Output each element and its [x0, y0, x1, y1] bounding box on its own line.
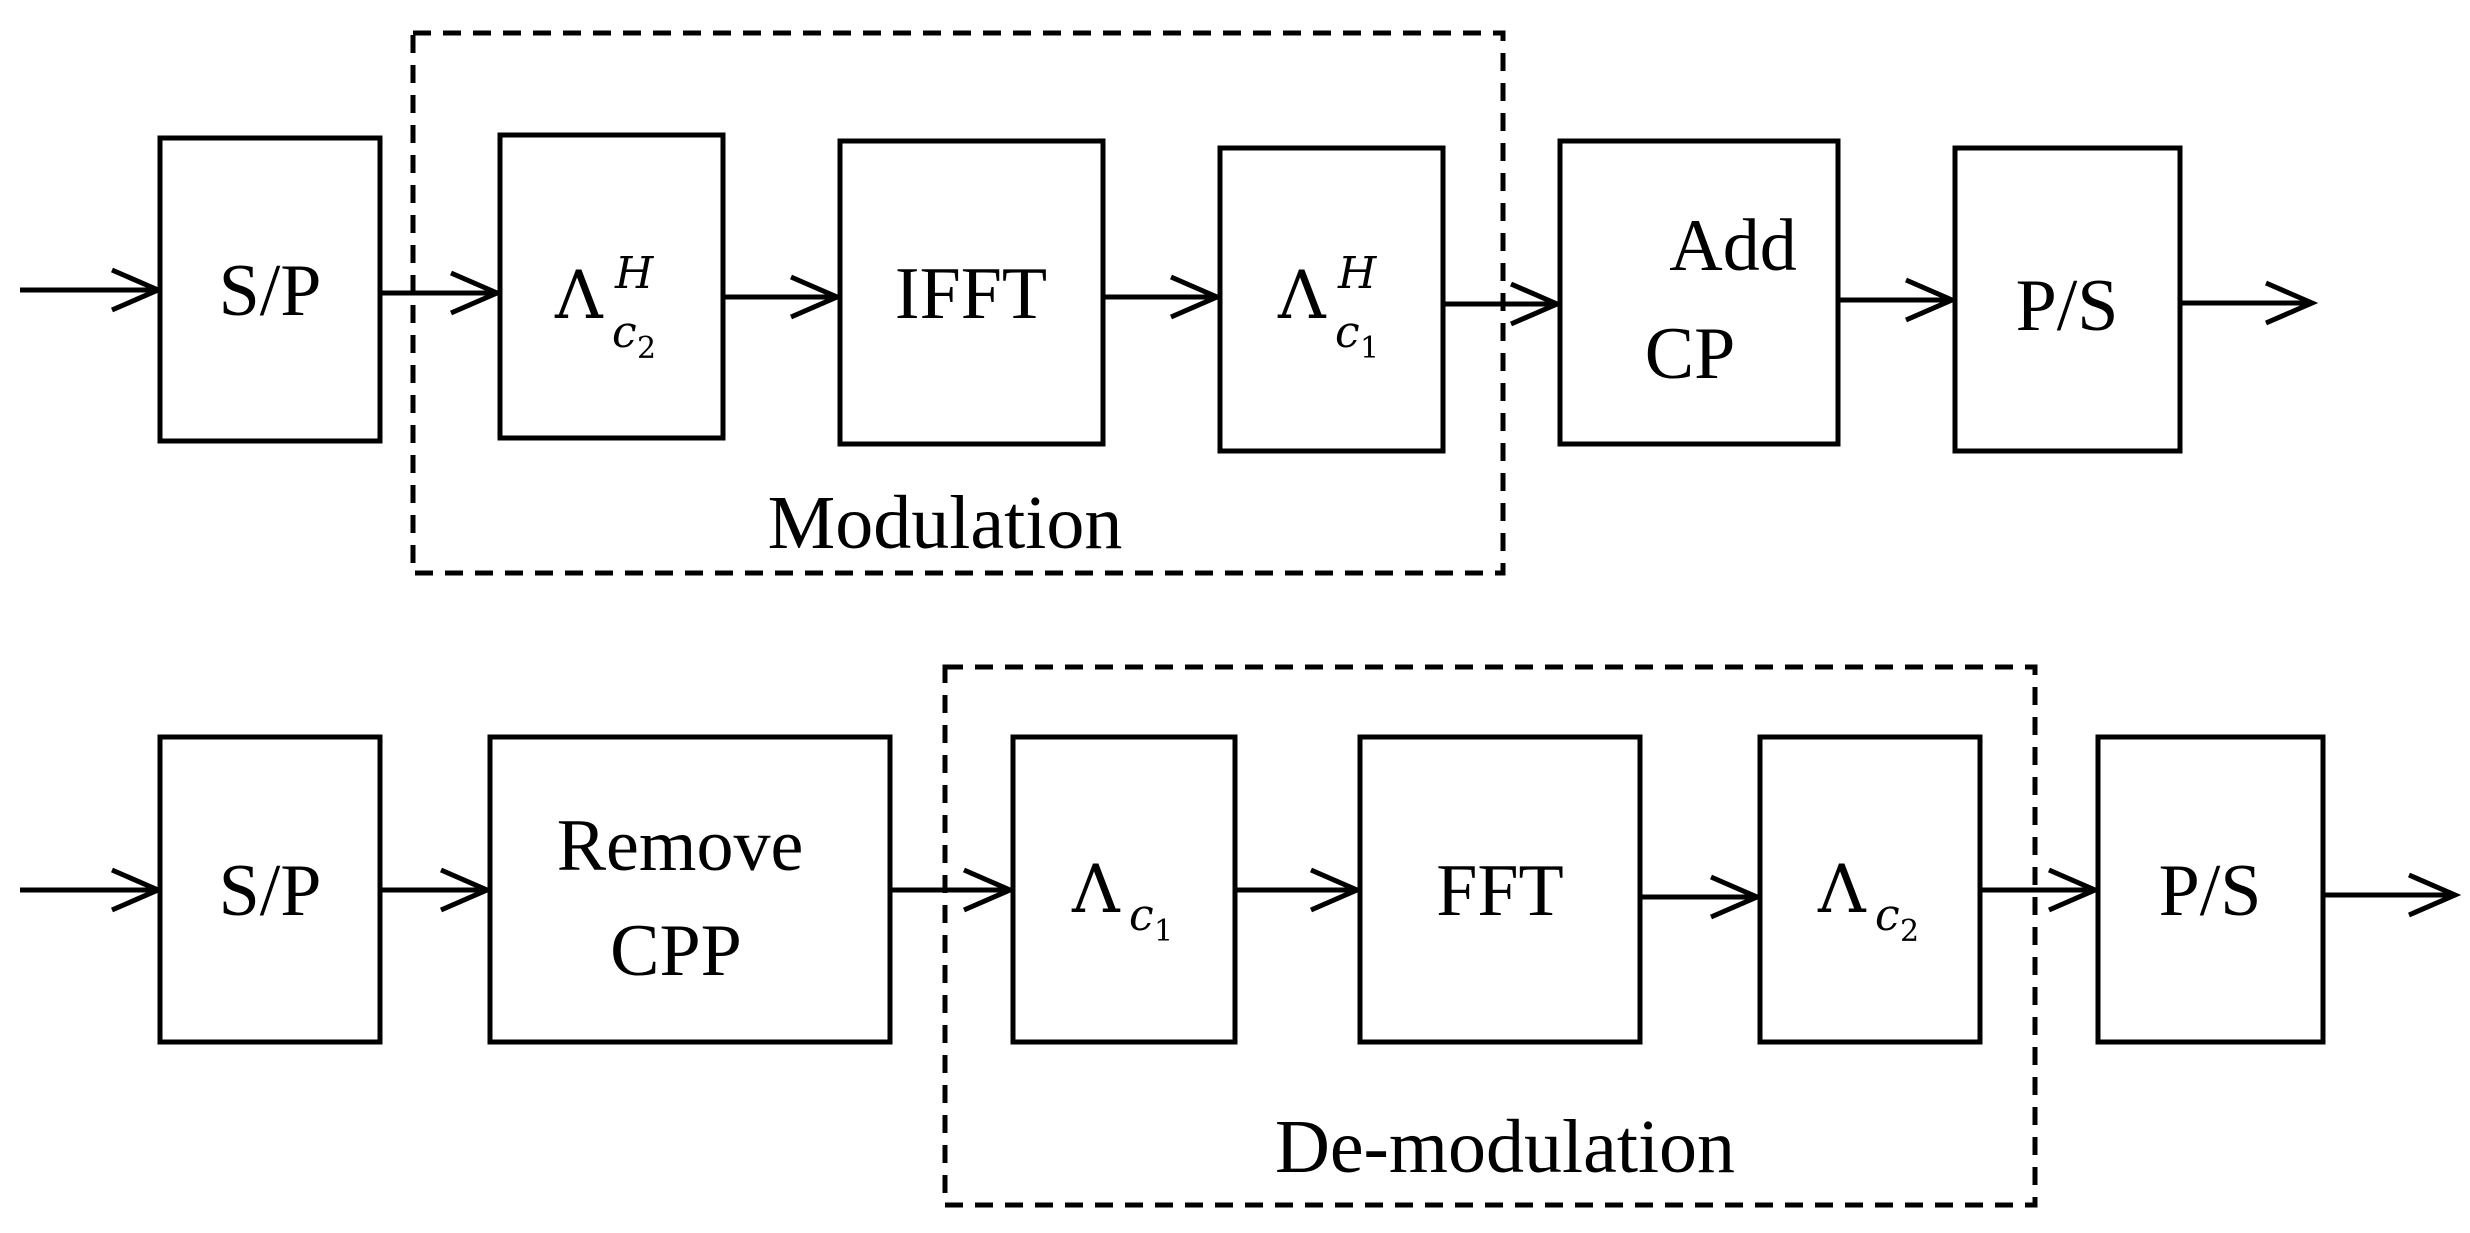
rx-lambda-c2-block: [1757, 734, 1983, 1045]
tx-ifft-label: IFFT: [895, 253, 1047, 335]
tx-ifft-block: [837, 138, 1106, 447]
rx-arrow-remove-to-demod1: [890, 867, 1017, 913]
receiver-chain: De-modulation S/P Remove CPP Λ c 1: [20, 664, 2462, 1208]
rx-ps-label: P/S: [2159, 850, 2262, 932]
rx-lambda-c2-symbol: Λ c 2: [1817, 851, 1919, 949]
tx-add-cp-line1: Add: [1669, 205, 1796, 287]
rx-arrow-fft-to-demod2: [1640, 874, 1764, 920]
tx-add-cp-line2: CP: [1645, 313, 1736, 395]
tx-arrow-addcp-to-ps: [1838, 277, 1959, 323]
svg-text:c: c: [1335, 307, 1360, 358]
tx-lambda-c2-h-symbol: Λ H c 2: [554, 248, 656, 366]
tx-sp-label: S/P: [219, 250, 322, 332]
svg-text:1: 1: [1360, 331, 1379, 366]
svg-text:c: c: [1875, 890, 1900, 941]
rx-input-arrow: [20, 867, 165, 913]
rx-sp-label: S/P: [219, 850, 322, 932]
svg-text:c: c: [1129, 890, 1154, 941]
demodulation-group-outline: [942, 664, 2038, 1208]
tx-output-arrow: [2180, 280, 2319, 326]
rx-fft-block: [1357, 734, 1643, 1045]
svg-text:Λ: Λ: [554, 257, 604, 334]
svg-text:2: 2: [637, 331, 656, 366]
tx-arrow-sp-to-mod1: [380, 270, 504, 316]
tx-lambda-c1-h-symbol: Λ H c 1: [1277, 248, 1379, 366]
rx-arrow-demod1-to-fft: [1235, 867, 1364, 913]
rx-sp-block: [157, 734, 383, 1045]
modulation-group-label: Modulation: [768, 481, 1123, 565]
svg-text:Λ: Λ: [1817, 851, 1867, 928]
rx-remove-cpp-line2: CPP: [610, 910, 742, 992]
rx-arrow-sp-to-remove: [380, 867, 494, 913]
svg-text:1: 1: [1154, 914, 1173, 949]
tx-ps-label: P/S: [2016, 265, 2119, 347]
rx-output-arrow: [2323, 872, 2462, 918]
rx-arrow-demod2-to-ps: [1980, 867, 2102, 913]
tx-input-arrow: [20, 267, 165, 313]
transmitter-chain: Modulation S/P Λ H c 2 IFFT: [20, 30, 2319, 576]
rx-lambda-c1-block: [1010, 734, 1238, 1045]
tx-arrow-mod1-to-ifft: [723, 274, 844, 320]
tx-lambda-c2-h-block: [497, 132, 726, 441]
demodulation-group-label: De-modulation: [1275, 1105, 1735, 1189]
tx-ps-block: [1952, 145, 2183, 454]
rx-remove-cpp-block: [487, 734, 893, 1045]
svg-text:c: c: [612, 307, 637, 358]
tx-arrow-ifft-to-mod2: [1103, 274, 1224, 320]
rx-remove-cpp-line1: Remove: [557, 805, 804, 887]
tx-add-cp-block: [1557, 138, 1841, 447]
svg-text:Λ: Λ: [1071, 851, 1121, 928]
tx-arrow-mod2-to-addcp: [1443, 281, 1564, 327]
svg-text:H: H: [614, 248, 655, 299]
tx-sp-block: [157, 135, 383, 444]
svg-text:Λ: Λ: [1277, 257, 1327, 334]
rx-lambda-c1-symbol: Λ c 1: [1071, 851, 1173, 949]
tx-lambda-c1-h-block: [1217, 145, 1446, 454]
svg-text:H: H: [1337, 248, 1378, 299]
rx-ps-block: [2095, 734, 2326, 1045]
rx-fft-label: FFT: [1436, 850, 1564, 932]
svg-text:2: 2: [1900, 914, 1919, 949]
